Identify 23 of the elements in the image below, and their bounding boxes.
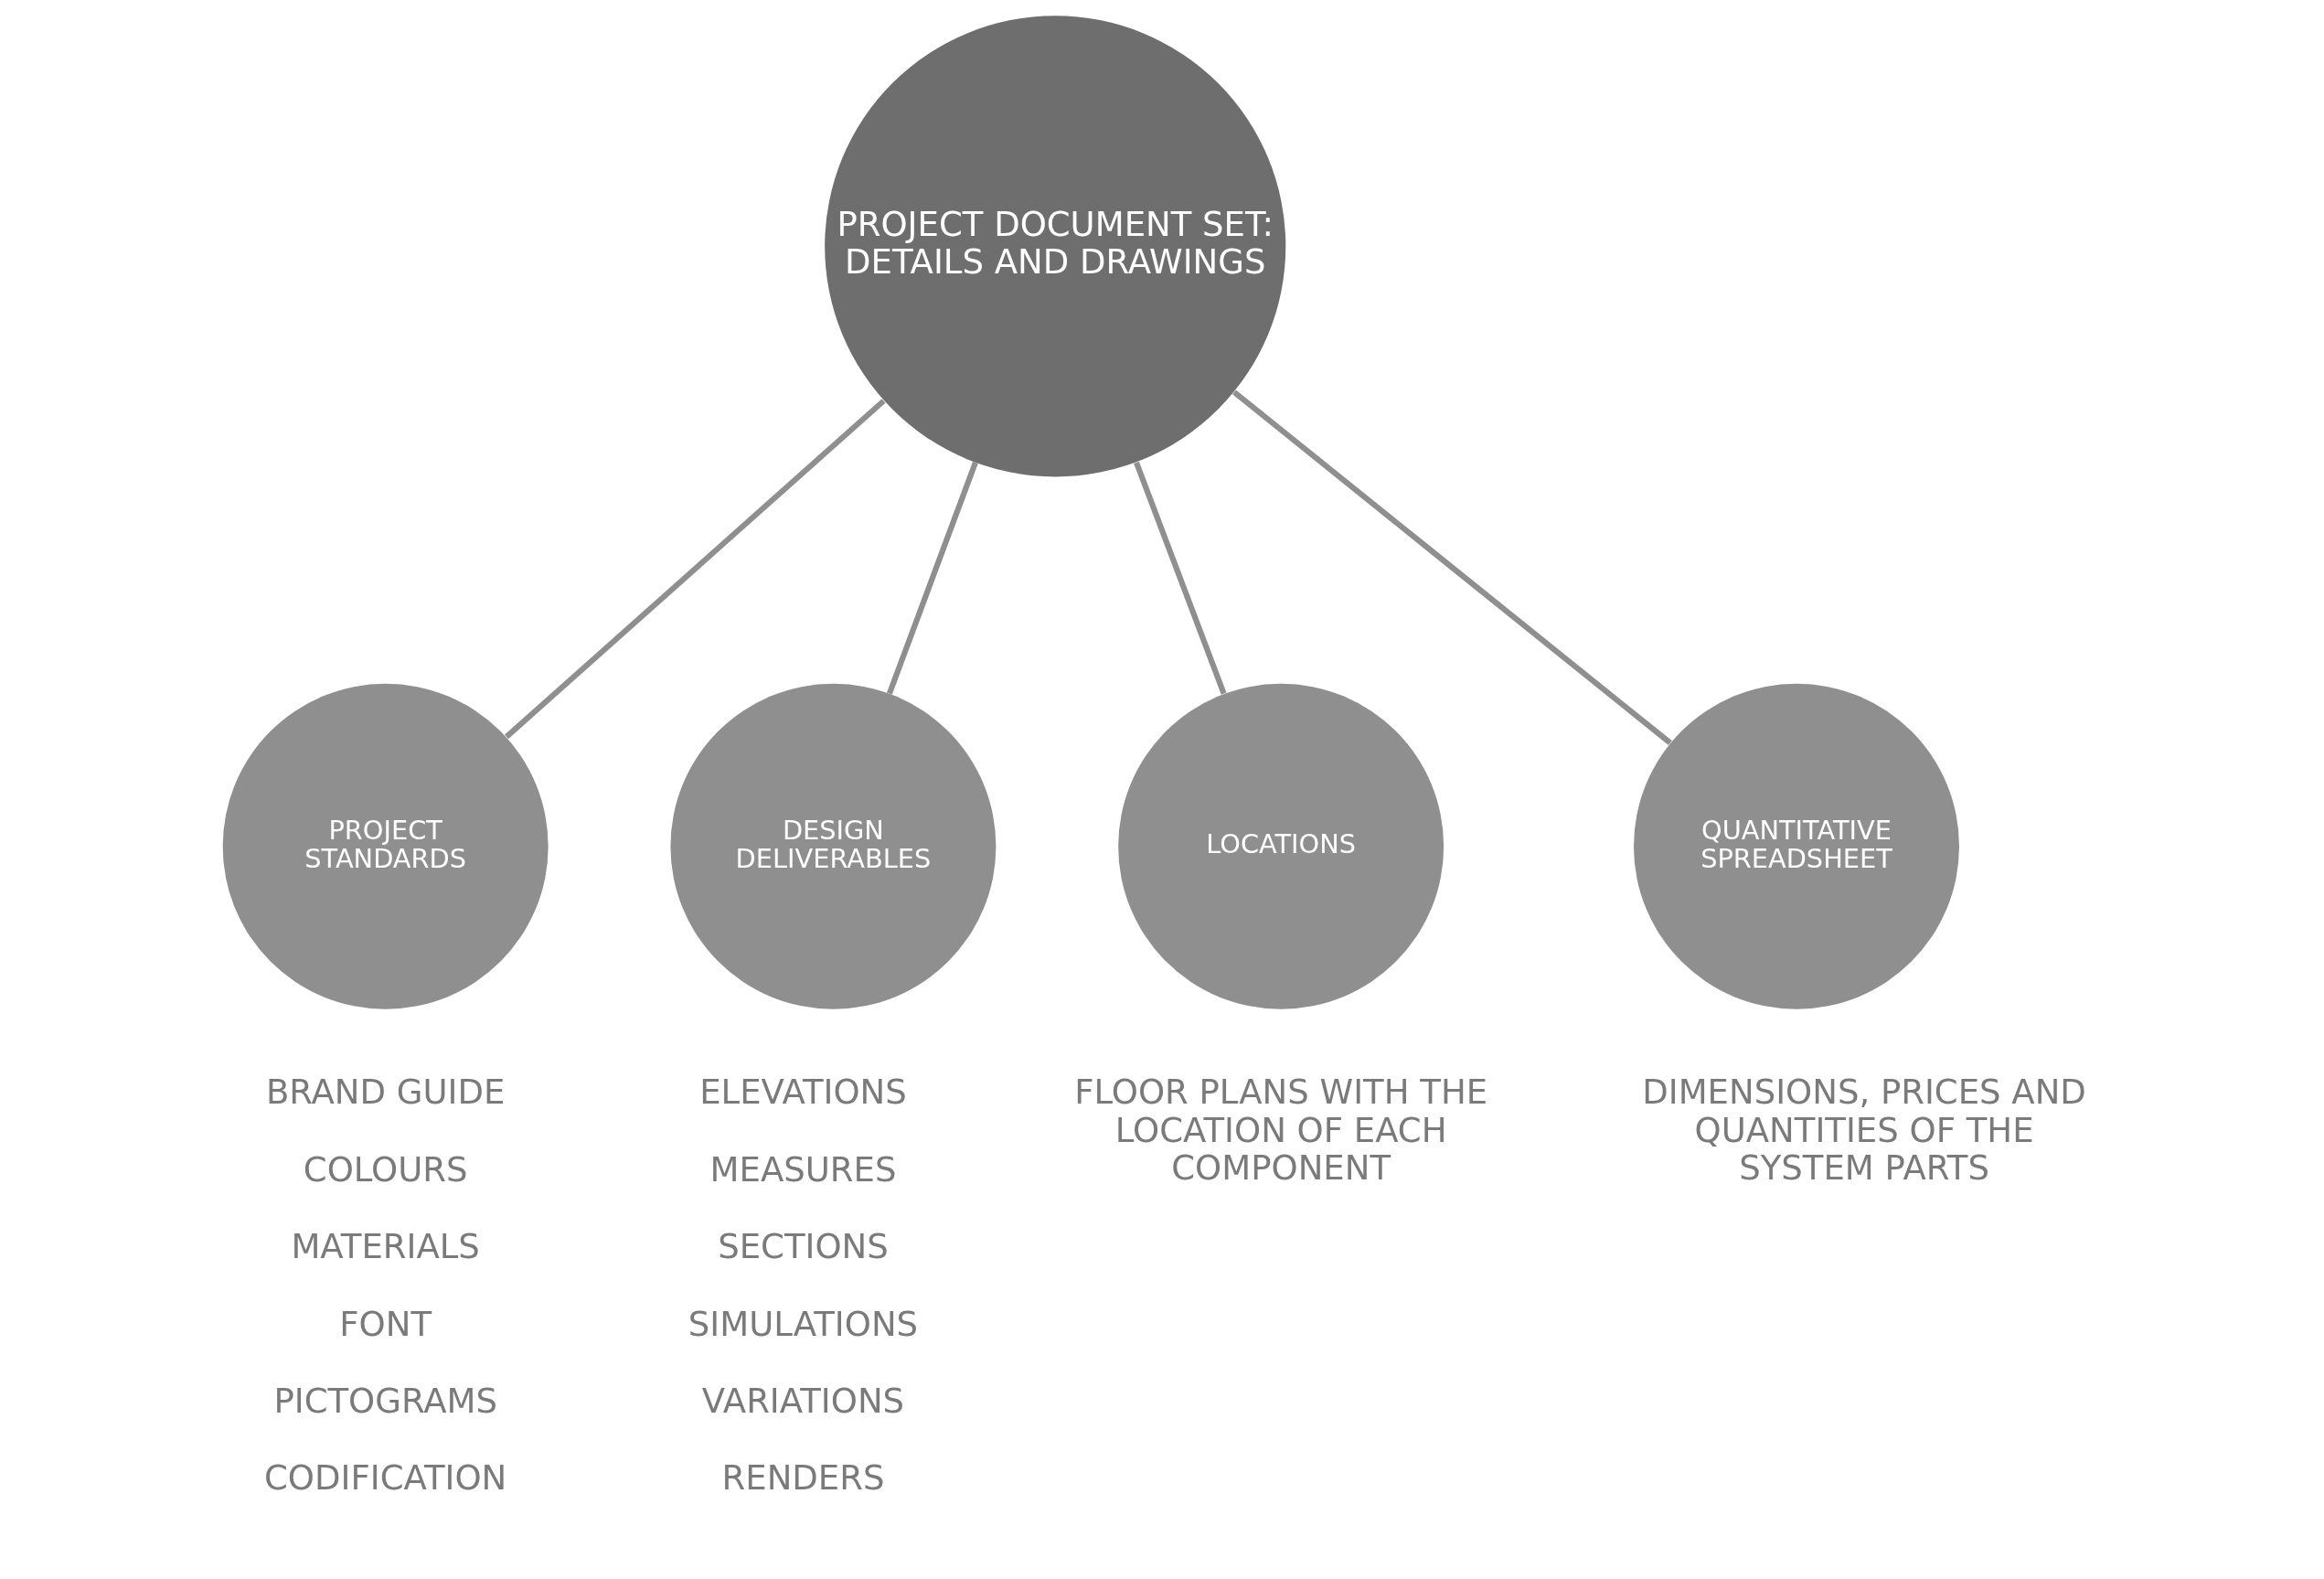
node-label: MEASURES (709, 1149, 897, 1190)
node-label: BRAND GUIDE (265, 1072, 506, 1112)
node-label: VARIATIONS (701, 1381, 905, 1421)
node-circle: QUANTITATIVE SPREADSHEET (1634, 683, 1959, 1009)
node-circle: DESIGN DELIVERABLES (670, 683, 997, 1009)
connector (1232, 389, 1672, 745)
node-label: SECTIONS (718, 1226, 889, 1266)
node-label: COLOURS (303, 1149, 468, 1190)
connector (887, 461, 978, 695)
node-label: PICTOGRAMS (273, 1381, 497, 1421)
node-label: RENDERS (721, 1457, 885, 1498)
node-label: MATERIALS (291, 1226, 480, 1266)
node-circle: PROJECT DOCUMENT SET: DETAILS AND DRAWINGS (825, 15, 1286, 476)
connector (1134, 461, 1227, 695)
connector (504, 398, 886, 739)
node-circle: PROJECT STANDARDS (222, 683, 549, 1009)
node-label: FLOOR PLANS WITH THE LOCATION OF EACH COMPONENT (1074, 1072, 1488, 1188)
node-label: SIMULATIONS (688, 1304, 919, 1344)
node-label: CODIFICATION (264, 1457, 507, 1498)
node-circle: LOCATIONS (1118, 683, 1445, 1009)
node-label: DIMENSIONS, PRICES AND QUANTITIES OF THE SYSTEM PARTS (1642, 1072, 2086, 1188)
node-label: ELEVATIONS (699, 1072, 907, 1112)
node-label: FONT (339, 1304, 432, 1344)
